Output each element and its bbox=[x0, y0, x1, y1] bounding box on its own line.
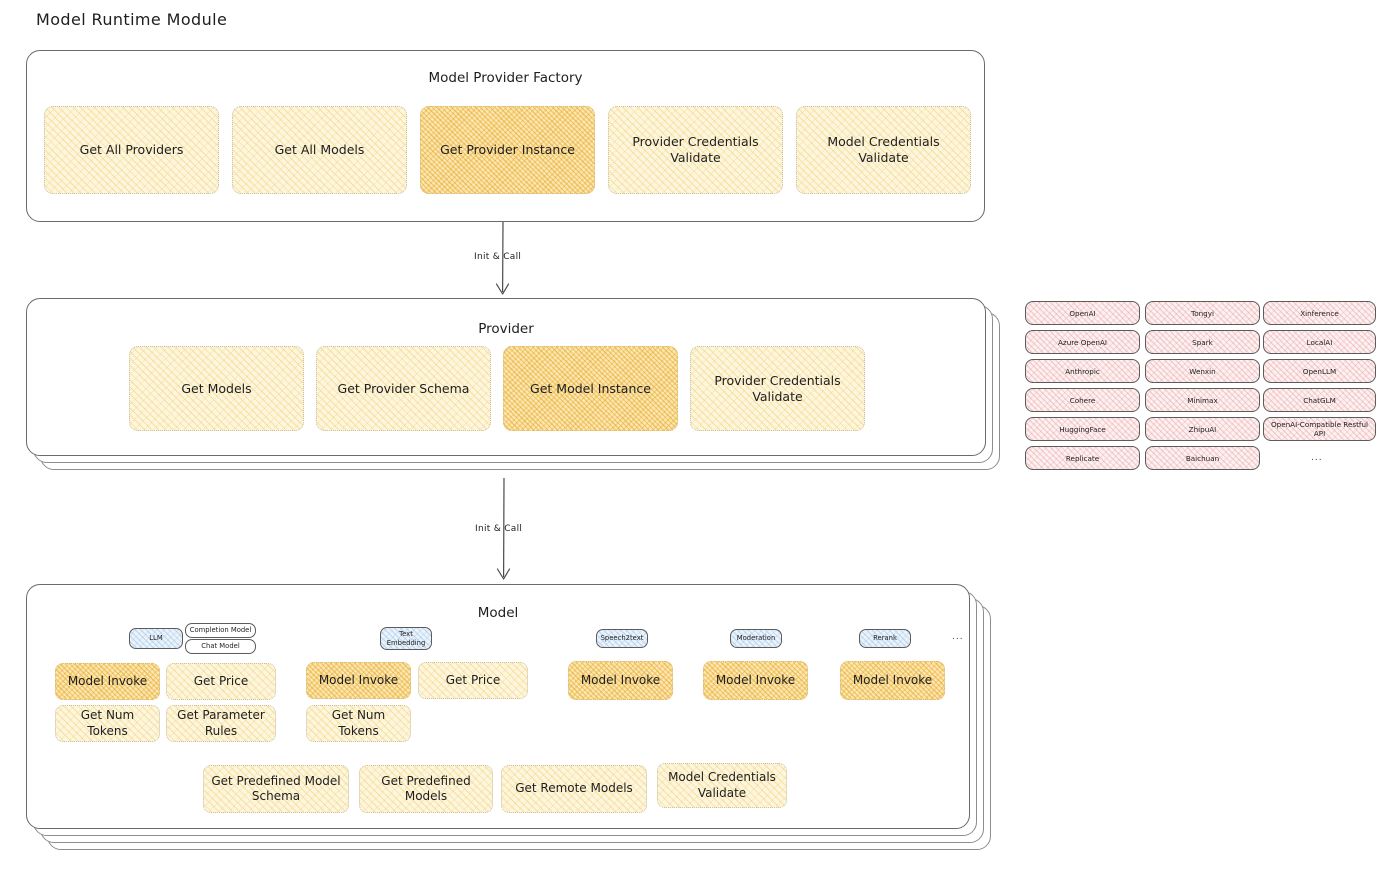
model-title: Model bbox=[477, 605, 519, 621]
model-common-get-predefined-models[interactable]: Get Predefined Models bbox=[359, 765, 493, 813]
llm-method-get-price[interactable]: Get Price bbox=[166, 663, 276, 700]
factory-item-get-provider-instance[interactable]: Get Provider Instance bbox=[420, 106, 595, 194]
llm-method-get-num-tokens[interactable]: Get Num Tokens bbox=[55, 705, 160, 742]
rerank-method-model-invoke[interactable]: Model Invoke bbox=[840, 661, 945, 700]
provider-item-get-model-instance[interactable]: Get Model Instance bbox=[503, 346, 678, 431]
model-subtag-completion-model[interactable]: Completion Model bbox=[185, 623, 256, 638]
speech2text-method-model-invoke[interactable]: Model Invoke bbox=[568, 661, 673, 700]
model-subtag-chat-model[interactable]: Chat Model bbox=[185, 639, 256, 654]
provider-list-more: ... bbox=[1311, 453, 1323, 463]
provider-item-get-provider-schema[interactable]: Get Provider Schema bbox=[316, 346, 491, 431]
arrow-label-init-and-call-2: Init & Call bbox=[475, 524, 523, 534]
provider-pill-spark[interactable]: Spark bbox=[1145, 330, 1260, 354]
factory-item-get-all-models[interactable]: Get All Models bbox=[232, 106, 407, 194]
provider-pill-minimax[interactable]: Minimax bbox=[1145, 388, 1260, 412]
factory-item-model-credentials-validate[interactable]: Model Credentials Validate bbox=[796, 106, 971, 194]
provider-pill-huggingface[interactable]: HuggingFace bbox=[1025, 417, 1140, 441]
model-types-more: ... bbox=[952, 632, 964, 642]
model-common-get-predefined-model-schema[interactable]: Get Predefined Model Schema bbox=[203, 765, 349, 813]
factory-item-provider-credentials-validate[interactable]: Provider Credentials Validate bbox=[608, 106, 783, 194]
text-embedding-method-model-invoke[interactable]: Model Invoke bbox=[306, 662, 411, 699]
provider-pill-cohere[interactable]: Cohere bbox=[1025, 388, 1140, 412]
arrow-label-init-and-call-1: Init & Call bbox=[474, 252, 522, 262]
provider-pill-zhipuai[interactable]: ZhipuAI bbox=[1145, 417, 1260, 441]
model-type-tag-speech2text[interactable]: Speech2text bbox=[596, 629, 648, 648]
text-embedding-method-get-price[interactable]: Get Price bbox=[418, 662, 528, 699]
llm-method-get-parameter-rules[interactable]: Get Parameter Rules bbox=[166, 705, 276, 742]
provider-pill-baichuan[interactable]: Baichuan bbox=[1145, 446, 1260, 470]
provider-pill-localai[interactable]: LocalAI bbox=[1263, 330, 1376, 354]
provider-item-get-models[interactable]: Get Models bbox=[129, 346, 304, 431]
page-title: Model Runtime Module bbox=[36, 10, 228, 29]
provider-pill-openai-compatible-restful-api[interactable]: OpenAI-Compatible Restful API bbox=[1263, 417, 1376, 441]
arrow-provider-to-model bbox=[496, 478, 511, 580]
model-common-get-remote-models[interactable]: Get Remote Models bbox=[501, 765, 647, 813]
model-type-tag-moderation[interactable]: Moderation bbox=[730, 629, 782, 648]
provider-title: Provider bbox=[478, 321, 534, 337]
arrow-factory-to-provider bbox=[495, 222, 510, 295]
provider-pill-openai[interactable]: OpenAI bbox=[1025, 301, 1140, 325]
model-provider-factory-title: Model Provider Factory bbox=[428, 70, 583, 86]
factory-item-get-all-providers[interactable]: Get All Providers bbox=[44, 106, 219, 194]
provider-pill-openllm[interactable]: OpenLLM bbox=[1263, 359, 1376, 383]
model-type-tag-llm[interactable]: LLM bbox=[129, 628, 183, 649]
moderation-method-model-invoke[interactable]: Model Invoke bbox=[703, 661, 808, 700]
provider-item-provider-credentials-validate[interactable]: Provider Credentials Validate bbox=[690, 346, 865, 431]
provider-pill-azure-openai[interactable]: Azure OpenAI bbox=[1025, 330, 1140, 354]
model-panel bbox=[26, 584, 970, 829]
llm-method-model-invoke[interactable]: Model Invoke bbox=[55, 663, 160, 700]
model-common-model-credentials-validate[interactable]: Model Credentials Validate bbox=[657, 763, 787, 808]
provider-pill-chatglm[interactable]: ChatGLM bbox=[1263, 388, 1376, 412]
provider-pill-tongyi[interactable]: Tongyi bbox=[1145, 301, 1260, 325]
provider-pill-xinference[interactable]: Xinference bbox=[1263, 301, 1376, 325]
model-type-tag-rerank[interactable]: Rerank bbox=[859, 629, 911, 648]
provider-pill-wenxin[interactable]: Wenxin bbox=[1145, 359, 1260, 383]
model-type-tag-text-embedding[interactable]: Text Embedding bbox=[380, 627, 432, 650]
text-embedding-method-get-num-tokens[interactable]: Get Num Tokens bbox=[306, 705, 411, 742]
provider-pill-replicate[interactable]: Replicate bbox=[1025, 446, 1140, 470]
provider-pill-anthropic[interactable]: Anthropic bbox=[1025, 359, 1140, 383]
